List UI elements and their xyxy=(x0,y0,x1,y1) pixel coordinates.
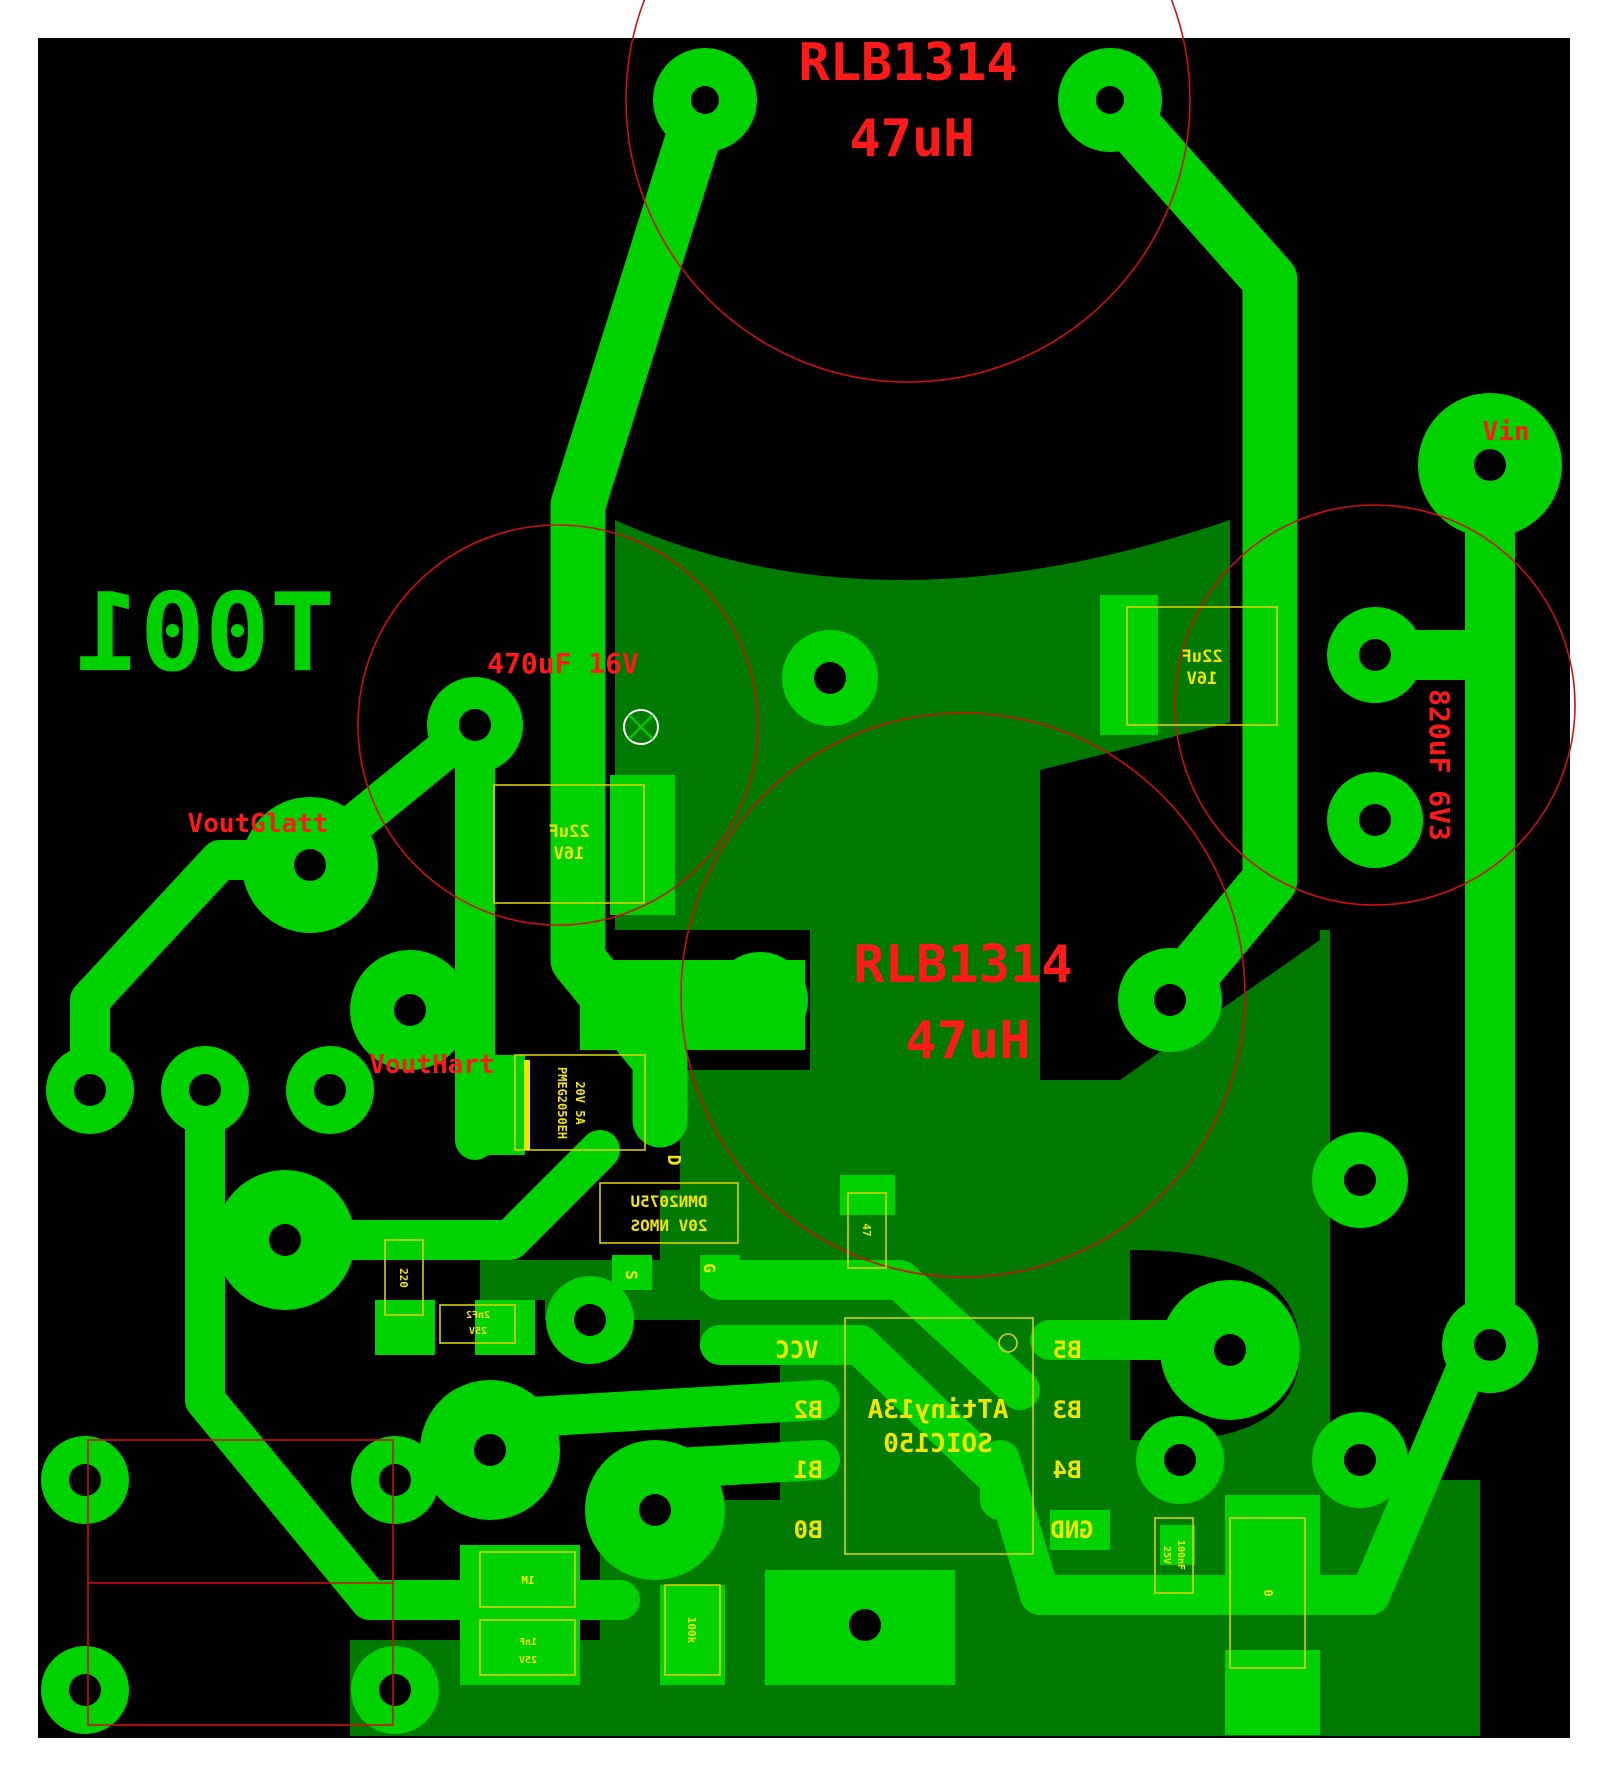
diode-part: PMEG2050EH xyxy=(555,1067,569,1139)
c470-label: 470uF 16V xyxy=(487,647,639,680)
c2n2-voltage: 25V xyxy=(469,1326,487,1337)
r100k-label: 100k xyxy=(685,1617,698,1644)
vin-label: Vin xyxy=(1483,417,1530,447)
c100nf-voltage: 25V xyxy=(1161,1546,1172,1564)
r220-label: 220 xyxy=(397,1268,410,1288)
r47-label: 47 xyxy=(860,1223,873,1236)
copper-traces xyxy=(70,72,1515,1620)
c22-left-value: 22uF xyxy=(549,822,590,842)
c2n2-value: 2nF2 xyxy=(466,1310,490,1321)
mosfet-type: 20V NMOS xyxy=(630,1216,707,1235)
voutglatt-label: VoutGlatt xyxy=(188,809,329,839)
mcu-package: SOIC150 xyxy=(883,1429,993,1459)
mcu-pin-gnd: GND xyxy=(1050,1516,1093,1544)
mosfet-pin-s: S xyxy=(622,1270,641,1280)
mcu-pin-b0: B0 xyxy=(794,1516,823,1544)
mcu-pin-b2: B2 xyxy=(794,1396,823,1424)
c1nf-value: 1nF xyxy=(519,1637,537,1648)
mcu-pin-b1: B1 xyxy=(794,1456,823,1484)
c22-right-voltage: 16V xyxy=(1187,669,1218,689)
mcu-pin-vcc: VCC xyxy=(775,1336,818,1364)
mcu-pin-b4: B4 xyxy=(1053,1456,1082,1484)
mosfet-pin-g: G xyxy=(700,1263,719,1273)
diode-pin-d: D xyxy=(663,1155,684,1166)
c22-left-voltage: 16V xyxy=(554,844,585,864)
smd-pads xyxy=(375,595,1320,1735)
diode-rating: 20V 5A xyxy=(573,1081,587,1125)
mcu-pin-b3: B3 xyxy=(1053,1396,1082,1424)
l1-value-label: 47uH xyxy=(849,109,974,169)
l1-part-label: RLB1314 xyxy=(798,33,1017,93)
c1nf-voltage: 25V xyxy=(519,1655,537,1666)
mosfet-part: DMN2075U xyxy=(630,1192,707,1211)
r0-label: 0 xyxy=(1261,1589,1275,1596)
c100nf-value: 100nF xyxy=(1175,1540,1186,1570)
l2-part-label: RLB1314 xyxy=(853,935,1072,995)
mcu-part: ATtiny13A xyxy=(867,1395,1008,1425)
r1m-label: 1M xyxy=(521,1574,535,1587)
vouthart-label: VoutHart xyxy=(369,1050,494,1080)
c820-label: 820uF 6V3 xyxy=(1423,689,1456,841)
fiducial-marker xyxy=(623,709,659,745)
diode-band xyxy=(524,1060,530,1150)
mcu-pin-b5: B5 xyxy=(1053,1336,1082,1364)
through-hole-pads xyxy=(41,48,1562,1734)
l2-value-label: 47uH xyxy=(905,1011,1030,1071)
component-outlines xyxy=(87,0,1576,1726)
pad-drain xyxy=(580,960,805,1050)
c22-right-value: 22uF xyxy=(1182,647,1223,667)
board-id: T001 xyxy=(75,571,335,696)
